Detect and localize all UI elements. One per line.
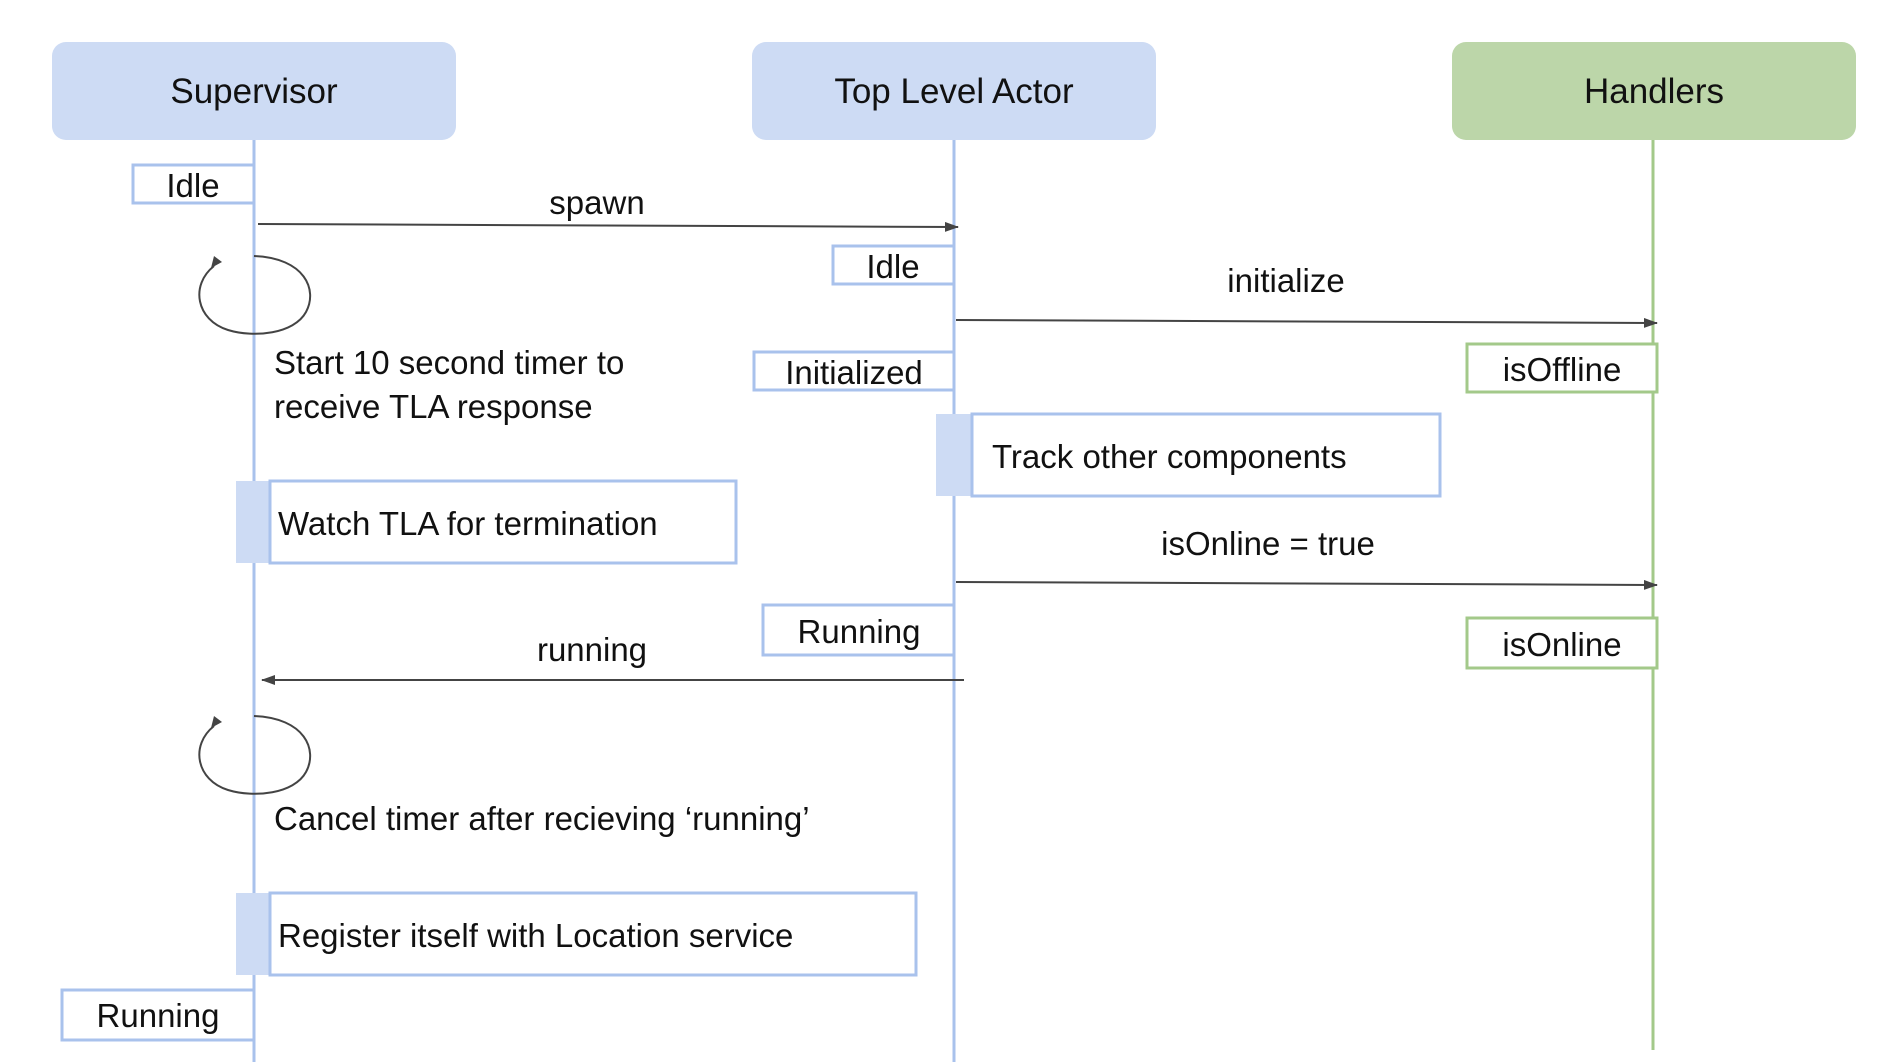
activity-register-location: Register itself with Location service xyxy=(236,891,918,977)
activity-track-components: Track other components xyxy=(936,412,1442,498)
activity-label: Watch TLA for termination xyxy=(278,505,658,542)
note-timer-start-line1: Start 10 second timer to xyxy=(274,344,624,381)
activity-watch-tla: Watch TLA for termination xyxy=(236,479,738,565)
state-label: Idle xyxy=(866,248,919,285)
state-tla-idle: Idle xyxy=(831,244,956,286)
note-timer-start-line2: receive TLA response xyxy=(274,388,593,425)
state-tla-running: Running xyxy=(761,603,956,657)
state-label: isOffline xyxy=(1503,351,1622,388)
lane-header-tla: Top Level Actor xyxy=(752,42,1156,140)
state-label: Initialized xyxy=(785,354,923,391)
message-label: running xyxy=(537,631,647,668)
state-supervisor-idle: Idle xyxy=(131,163,256,205)
message-label: spawn xyxy=(549,184,644,221)
message-initialize: initialize xyxy=(955,262,1658,328)
lane-title-tla: Top Level Actor xyxy=(834,72,1074,111)
activity-label: Register itself with Location service xyxy=(278,917,793,954)
lane-title-handlers: Handlers xyxy=(1584,72,1724,111)
lane-header-handlers: Handlers xyxy=(1452,42,1856,140)
state-label: Running xyxy=(798,613,921,650)
state-handlers-online: isOnline xyxy=(1465,616,1659,670)
state-label: isOnline xyxy=(1502,626,1621,663)
self-loop-timer-cancel-icon xyxy=(198,715,311,795)
message-running: running xyxy=(261,631,964,685)
message-label: isOnline = true xyxy=(1161,525,1375,562)
message-label: initialize xyxy=(1227,262,1344,299)
activity-label: Track other components xyxy=(992,438,1347,475)
lane-header-supervisor: Supervisor xyxy=(52,42,456,140)
state-supervisor-running: Running xyxy=(60,988,256,1042)
lane-title-supervisor: Supervisor xyxy=(170,72,338,111)
message-is-online-true: isOnline = true xyxy=(955,525,1658,590)
self-loop-timer-start-icon xyxy=(198,255,311,335)
note-timer-cancel: Cancel timer after recieving ‘running’ xyxy=(274,800,810,837)
state-label: Idle xyxy=(166,167,219,204)
state-label: Running xyxy=(97,997,220,1034)
state-handlers-offline: isOffline xyxy=(1465,342,1659,394)
message-spawn: spawn xyxy=(257,184,959,232)
state-tla-initialized: Initialized xyxy=(752,350,956,392)
